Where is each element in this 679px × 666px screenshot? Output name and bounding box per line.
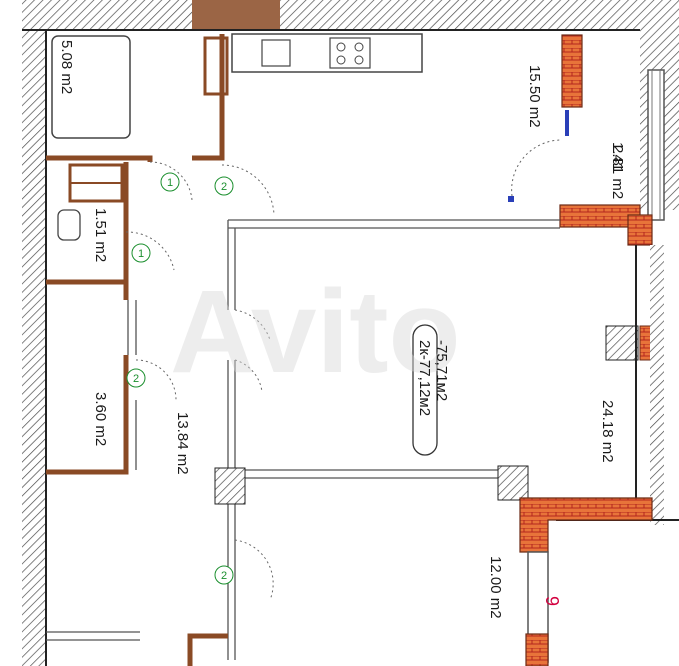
bedroom-bottom-wall [187,633,228,666]
interior-partitions [127,219,560,660]
column-living [605,325,639,361]
toilet-wc [57,209,81,241]
total-area-bubble [412,324,438,456]
bedroom-window-brick [525,633,549,666]
balcony-window [647,69,665,221]
column-hall [214,467,246,505]
bathtub [51,35,131,139]
area-bathroom: 5.08 m2 [58,40,75,94]
area-balcony-width: 1.41 [609,142,626,171]
outer-wall-top-right [280,0,640,30]
kitchen-door-handle-2 [508,196,514,202]
watermark: Avito [170,266,461,398]
door-marker-kitchen: 2 [221,181,227,193]
door-marker-storage: 2 [133,373,139,385]
door-marker-bathroom: 1 [167,177,173,189]
kitchen-counter [231,33,423,73]
door-marker-toilet: 1 [138,248,144,260]
storage-wall [46,355,129,475]
outer-wall-right-lower [650,245,664,525]
outer-wall-top-left [22,0,192,30]
column-bedroom [497,465,529,501]
outer-wall-left [22,30,46,666]
bathroom-wall [46,155,153,162]
door-swings [125,139,563,601]
area-toilet: 1.51 m2 [92,208,109,262]
outer-wall-top-mid [192,0,280,30]
kitchen-door-handle [565,110,569,136]
total-area-label: 2к-77,12м2 -75,71м2 [416,340,450,420]
kitchen-brick-partition [561,34,583,108]
door-marker-bedroom: 2 [221,570,227,582]
room-tag: 9 [542,596,562,606]
area-hall: 13.84 m2 [174,412,191,475]
kitchen-sink [261,39,291,67]
kitchen-stove [329,37,371,69]
area-storage: 3.60 m2 [92,392,109,446]
door-markers [126,172,234,585]
area-living-room: 24.18 m2 [599,400,616,463]
area-kitchen: 15.50 m2 [526,65,543,128]
brick-column-right [627,214,653,246]
bathroom-wall-right [192,34,225,161]
brick-step-bedroom [519,497,653,553]
area-bedroom: 12.00 m2 [487,556,504,619]
area-balcony: 2.81 m2 [609,145,626,199]
